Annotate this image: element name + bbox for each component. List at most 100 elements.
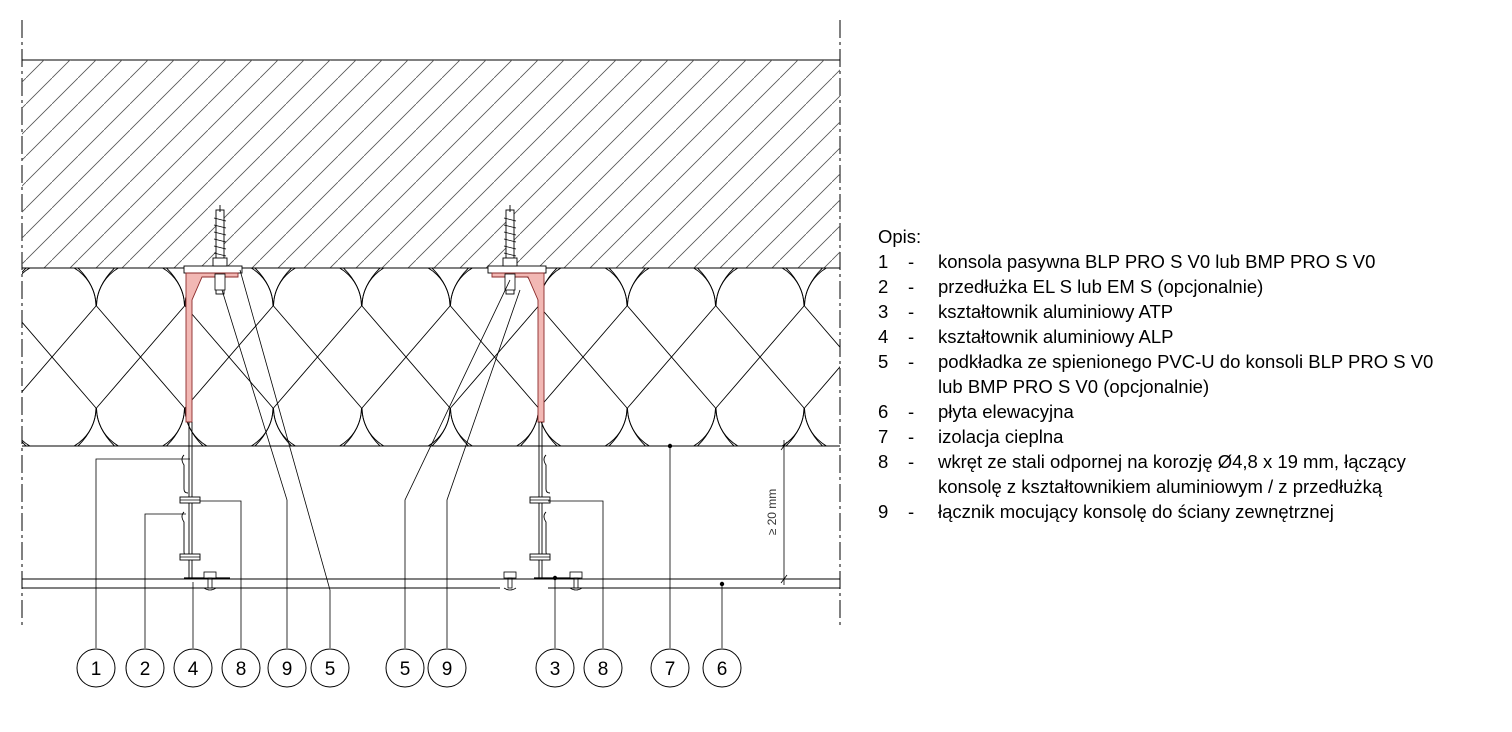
insulation-fibre bbox=[77, 268, 97, 307]
insulation-lobe bbox=[0, 408, 8, 452]
callout-circle bbox=[125, 648, 165, 688]
insulation-fibre bbox=[431, 268, 451, 307]
callout-3: 3 bbox=[535, 648, 575, 688]
callout-number: 3 bbox=[550, 659, 561, 680]
leader-lines bbox=[95, 269, 725, 648]
callout-5: 5 bbox=[310, 648, 350, 688]
legend-text: konsola pasywna BLP PRO S V0 lub BMP PRO… bbox=[938, 251, 1376, 272]
legend-item-8: konsolę z kształtownikiem aluminiowym / … bbox=[878, 474, 1508, 499]
legend-number: 7 bbox=[878, 426, 889, 447]
dimension-label: ≥ 20 mm bbox=[765, 489, 779, 536]
insulation-lobe bbox=[96, 268, 185, 307]
insulation-fibre bbox=[715, 268, 735, 307]
legend-text: płyta elewacyjna bbox=[938, 401, 1074, 422]
insulation-lobe bbox=[0, 262, 8, 306]
legend-item-7: 7-izolacja cieplna bbox=[878, 424, 1508, 449]
leader-line bbox=[221, 289, 288, 648]
insulation-fibre bbox=[273, 305, 362, 409]
insulation-fibre bbox=[0, 268, 8, 306]
leader-line bbox=[95, 458, 190, 648]
insulation-fibre bbox=[273, 407, 292, 446]
insulation-fibre bbox=[450, 407, 469, 446]
legend-number bbox=[878, 374, 908, 399]
legend-dash bbox=[908, 374, 938, 399]
insulation-lobe bbox=[96, 407, 185, 446]
callout-number: 8 bbox=[236, 659, 247, 680]
callout-number: 9 bbox=[442, 659, 453, 680]
insulation-fibre bbox=[254, 268, 274, 307]
insulation-fibre bbox=[77, 407, 97, 446]
insulation-fibre bbox=[450, 305, 539, 409]
insulation-fibre bbox=[184, 305, 274, 409]
legend-dash: - bbox=[908, 501, 915, 522]
thermal-insulation bbox=[0, 262, 840, 452]
insulation-fibre bbox=[343, 268, 362, 307]
legend-text: kształtownik aluminiowy ALP bbox=[938, 326, 1174, 347]
insulation-fibre bbox=[804, 407, 823, 446]
insulation-fibre bbox=[254, 407, 274, 446]
callout-circle bbox=[650, 648, 690, 688]
callout-circle bbox=[427, 648, 467, 688]
callout-circle bbox=[221, 648, 261, 688]
callout-8: 8 bbox=[221, 648, 261, 688]
insulation-fibre bbox=[450, 268, 469, 307]
callout-9: 9 bbox=[427, 648, 467, 688]
legend-number: 9 bbox=[878, 501, 889, 522]
legend-text: lub BMP PRO S V0 (opcjonalnie) bbox=[938, 376, 1210, 397]
insulation-fibre bbox=[22, 268, 27, 273]
leader-line bbox=[200, 500, 242, 648]
legend-text: podkładka ze spienionego PVC-U do konsol… bbox=[938, 351, 1434, 372]
insulation-lobe bbox=[22, 407, 97, 446]
pvc-washer bbox=[183, 265, 243, 274]
legend-text: izolacja cieplna bbox=[938, 426, 1064, 447]
bracket-console bbox=[491, 272, 545, 423]
insulation-fibre bbox=[608, 407, 628, 446]
insulation-lobe bbox=[804, 407, 828, 446]
callout-number: 8 bbox=[598, 659, 609, 680]
insulation-fibre bbox=[785, 268, 805, 307]
legend-item-2: 2-przedłużka EL S lub EM S (opcjonalnie) bbox=[878, 274, 1508, 299]
insulation-lobe bbox=[184, 407, 274, 446]
legend-item-1: 1-konsola pasywna BLP PRO S V0 lub BMP P… bbox=[878, 249, 1508, 274]
callout-circle bbox=[310, 648, 350, 688]
insulation-fibre bbox=[627, 407, 646, 446]
callout-circle bbox=[76, 648, 116, 688]
bracket-console bbox=[185, 272, 239, 423]
legend-dash: - bbox=[908, 276, 915, 297]
legend-dash bbox=[908, 474, 938, 499]
insulation-lobe bbox=[715, 407, 805, 446]
legend-text: konsolę z kształtownikiem aluminiowym / … bbox=[938, 476, 1383, 497]
legend-dash: - bbox=[908, 251, 915, 272]
insulation-fibre bbox=[697, 407, 716, 446]
insulation-lobe bbox=[715, 268, 805, 307]
legend-item-9: 9-łącznik mocujący konsolę do ściany zew… bbox=[878, 499, 1508, 524]
leader-line bbox=[446, 289, 521, 648]
callout-number: 5 bbox=[400, 659, 411, 680]
legend-number: 6 bbox=[878, 401, 889, 422]
callout-8: 8 bbox=[583, 648, 623, 688]
insulation-fibre bbox=[361, 407, 381, 446]
insulation-fibre bbox=[431, 407, 451, 446]
insulation-fibre bbox=[0, 408, 8, 446]
legend-heading: Opis: bbox=[878, 226, 922, 247]
insulation-fibre bbox=[627, 268, 646, 307]
callout-number: 5 bbox=[325, 659, 336, 680]
anchor-nut bbox=[212, 257, 228, 267]
insulation-fibre bbox=[0, 306, 8, 408]
leader-dot bbox=[719, 581, 725, 587]
anchor-nut bbox=[502, 257, 518, 267]
facade-rivet bbox=[569, 571, 583, 579]
callout-number: 7 bbox=[665, 659, 676, 680]
legend-dash: - bbox=[908, 401, 915, 422]
legend-item-3: 3-kształtownik aluminiowy ATP bbox=[878, 299, 1508, 324]
insulation-fibre bbox=[166, 268, 185, 307]
insulation-fibre bbox=[96, 268, 115, 307]
insulation-lobe bbox=[538, 268, 628, 307]
insulation-fibre bbox=[22, 441, 27, 446]
callout-number: 2 bbox=[140, 659, 151, 680]
legend-dash: - bbox=[908, 301, 915, 322]
legend-text: kształtownik aluminiowy ATP bbox=[938, 301, 1174, 322]
leader-line bbox=[404, 279, 511, 648]
